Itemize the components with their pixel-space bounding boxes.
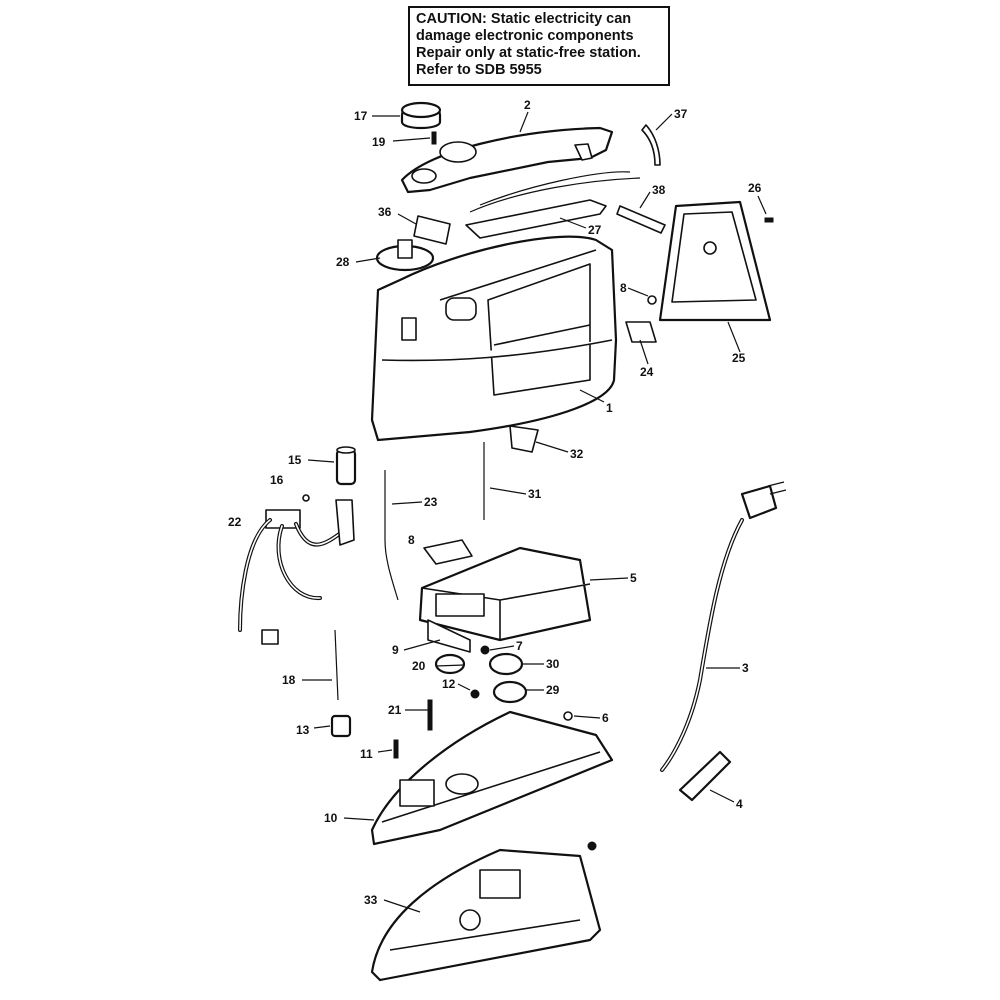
caution-line-3: Repair only at static-free station. [416,45,641,61]
probe-23-part [384,470,399,601]
soleplate-part [370,848,602,982]
callout-22: 22 [228,515,242,529]
grommet-29-part [492,680,528,704]
callout-9: 9 [392,643,399,657]
screw-26-part [764,217,774,223]
callout-24: 24 [640,365,654,379]
caution-line-2: damage electronic components [416,28,634,44]
reservoir-part [418,546,592,653]
callout-4: 4 [736,797,743,811]
rear-cover-part [658,200,772,322]
callout-lines [302,111,767,913]
cord-part [660,481,787,772]
callout-8b: 8 [408,533,415,547]
callout-7: 7 [516,639,523,653]
knob-part [400,101,442,130]
screw-21-part [427,699,433,731]
grommet-30-part [488,652,524,676]
callout-38: 38 [652,183,666,197]
callout-16: 16 [270,473,284,487]
callout-29: 29 [546,683,560,697]
clip-37-part [641,124,661,166]
callout-17: 17 [354,109,368,123]
screw-12-part [470,689,480,699]
callout-8a: 8 [620,281,627,295]
callout-15: 15 [288,453,302,467]
screw-top-part [587,841,597,851]
callout-19: 19 [372,135,386,149]
callout-36: 36 [378,205,392,219]
callout-31: 31 [528,487,542,501]
sleeve-13-part [330,714,352,738]
cylinder-15-part [335,446,357,486]
callout-30: 30 [546,657,560,671]
handle-cover-part [400,126,614,194]
callout-33: 33 [364,893,378,907]
callout-labels: 17 19 2 37 36 27 38 26 28 8 1 24 25 32 1… [228,98,762,907]
screw-11-part [393,739,399,759]
screw-7-part [480,645,490,655]
gasket-8-part [423,539,473,565]
screw-19-part [431,131,437,145]
callout-23: 23 [424,495,438,509]
callout-10: 10 [324,811,338,825]
caution-line-1: CAUTION: Static electricity can [416,11,632,27]
base-10-part [370,710,614,846]
callout-2: 2 [524,98,531,112]
screw-6b-part [563,711,573,721]
callout-20: 20 [412,659,426,673]
callout-25: 25 [732,351,746,365]
callout-27: 27 [588,223,602,237]
wiring-22-part [238,499,355,645]
callout-6: 6 [602,711,609,725]
callout-11: 11 [360,747,373,761]
plate-36-part [413,215,451,245]
callout-32: 32 [570,447,584,461]
strain-relief-part [678,750,732,802]
callout-37: 37 [674,107,688,121]
iron-body-part [370,235,618,442]
caution-box: CAUTION: Static electricity can damage e… [408,6,670,86]
bracket-24-part [625,321,657,343]
callout-26: 26 [748,181,762,195]
callout-5: 5 [630,571,637,585]
callout-21: 21 [388,703,402,717]
callout-18: 18 [282,673,296,687]
dial-part [375,239,435,272]
switch-assembly-part [465,171,641,239]
callout-12: 12 [442,677,456,691]
screw-16-part [302,494,310,502]
callout-1: 1 [606,401,613,415]
screw-6-part [647,295,657,305]
grommet-20-part [434,653,466,675]
bar-38-part [616,205,666,234]
callout-3: 3 [742,661,749,675]
caution-line-4: Refer to SDB 5955 [416,62,542,78]
callout-13: 13 [296,723,310,737]
clip-32-part [509,425,539,453]
lead-18-part [334,629,339,701]
callout-28: 28 [336,255,350,269]
